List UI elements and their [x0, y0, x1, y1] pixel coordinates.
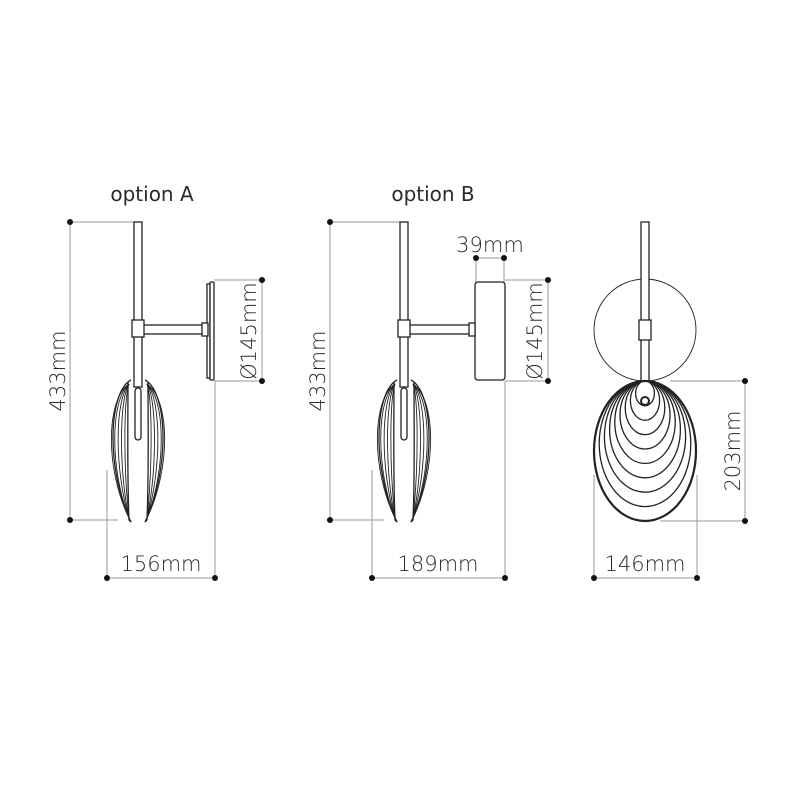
- option-b-plate-dimension: Ø145mm: [505, 277, 551, 384]
- shade-rib: [146, 383, 162, 519]
- shade-rib: [117, 383, 130, 519]
- front-width-dimension: 146mm: [591, 475, 700, 581]
- shade-rib: [124, 383, 130, 519]
- shade-rib: [412, 383, 431, 519]
- shade-rib: [387, 383, 396, 519]
- shade-rib: [383, 383, 396, 519]
- shade-rib: [377, 383, 396, 519]
- shade-rib: [412, 383, 418, 519]
- shade-rib: [121, 383, 130, 519]
- option-b-plate-diameter-label: Ø145mm: [523, 282, 547, 380]
- option-b-view: option B 433mm 39mm Ø145mm 18: [306, 182, 551, 581]
- shade-rib: [412, 383, 428, 519]
- option-a-width-dimension: 156mm: [104, 381, 218, 581]
- option-a-lamp: [111, 221, 215, 523]
- option-b-width-dimension: 189mm: [369, 381, 508, 581]
- front-view: 203mm 146mm: [591, 221, 748, 581]
- option-b-title: option B: [391, 182, 474, 206]
- shade-rib: [390, 383, 396, 519]
- front-shade: [592, 379, 698, 523]
- front-height-label: 203mm: [721, 411, 745, 492]
- option-b-depth-dimension: 39mm: [456, 233, 524, 282]
- shade-rib: [111, 383, 130, 519]
- option-a-plate-dimension: Ø145mm: [214, 277, 265, 384]
- shade-rib: [146, 383, 155, 519]
- option-b-depth-label: 39mm: [456, 233, 524, 257]
- shade-rib: [146, 383, 152, 519]
- option-a-view: option A 433mm Ø145mm 156mm: [46, 182, 265, 581]
- shade-rib: [114, 383, 130, 519]
- option-b-lamp: [377, 221, 506, 523]
- bulb: [400, 387, 408, 441]
- shade-rib: [146, 383, 165, 519]
- shade-rib: [380, 383, 396, 519]
- shade-rib: [412, 383, 421, 519]
- shade-rib: [146, 383, 159, 519]
- option-b-height-dimension: 433mm: [306, 219, 400, 523]
- option-a-title: option A: [110, 182, 194, 206]
- option-a-plate-diameter-label: Ø145mm: [237, 282, 261, 380]
- connector: [638, 319, 652, 341]
- front-width-label: 146mm: [605, 552, 686, 576]
- option-b-height-label: 433mm: [306, 331, 330, 412]
- option-a-width-label: 156mm: [121, 552, 202, 576]
- shade-fixing-point: [640, 396, 650, 406]
- shade-rib: [412, 383, 425, 519]
- option-b-width-label: 189mm: [398, 552, 479, 576]
- front-height-dimension: 203mm: [660, 378, 748, 524]
- bulb: [134, 387, 142, 441]
- option-a-height-label: 433mm: [46, 331, 70, 412]
- stem: [640, 221, 650, 383]
- option-a-height-dimension: 433mm: [46, 219, 134, 523]
